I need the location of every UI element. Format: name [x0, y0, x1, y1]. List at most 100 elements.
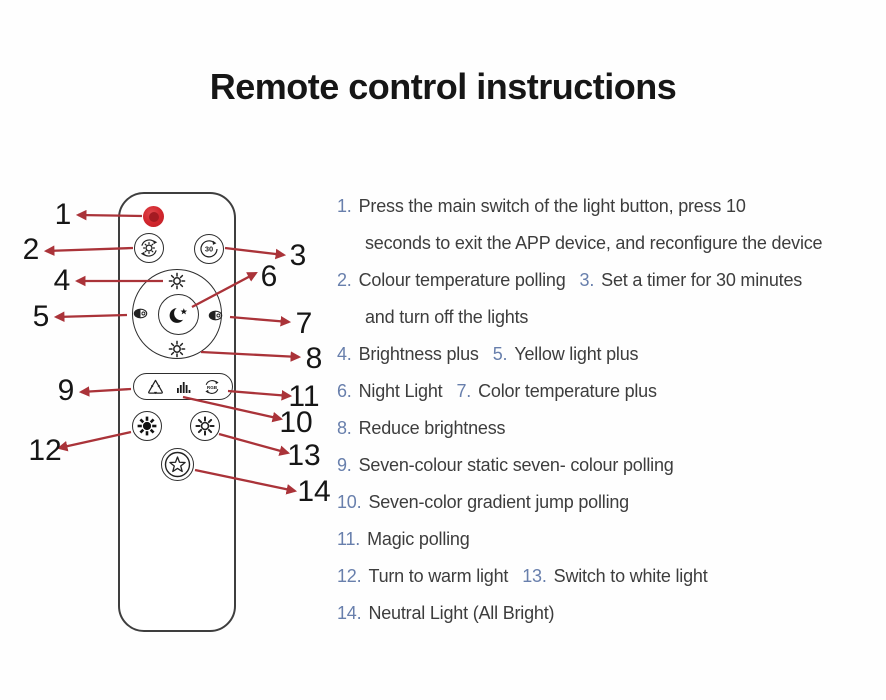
instruction-number: 14. [337, 603, 362, 623]
brightness-up-icon [168, 272, 186, 290]
neutral-light-icon [164, 451, 191, 478]
instruction-segment: 5.Yellow light plus [493, 344, 639, 364]
instruction-line: 11.Magic polling [337, 521, 886, 558]
callout-number-8: 8 [305, 342, 323, 375]
instruction-number: 1. [337, 196, 352, 216]
instruction-line: 1. Press the main switch of the light but… [337, 188, 886, 225]
callout-number-3: 3 [289, 239, 307, 272]
callout-arrow [191, 271, 258, 309]
instruction-text: and turn off the lights [365, 307, 529, 327]
color-temp-polling-button [134, 233, 164, 263]
callout-number-12: 12 [28, 434, 62, 467]
instruction-text: Reduce brightness [358, 418, 506, 438]
instruction-text: Color temperature plus [478, 381, 657, 401]
power-icon [148, 211, 159, 222]
callout-number-10: 10 [279, 406, 313, 439]
instruction-line: 2. Colour temperature polling 3. Set a time… [337, 262, 886, 299]
svg-text:30: 30 [205, 245, 213, 254]
instruction-number: 9. [337, 455, 352, 475]
instruction-segment: 7. Color temperature plus [456, 381, 657, 401]
callout-number-1: 1 [54, 198, 72, 231]
instruction-line: 9.Seven-colour static seven- colour poll… [337, 447, 886, 484]
callout-arrow [53, 311, 128, 323]
magic-rgb-icon: RGB [204, 379, 219, 394]
instruction-number: 8. [337, 418, 352, 438]
callout-arrow [194, 468, 298, 495]
instruction-number: 11. [337, 529, 361, 549]
instruction-number: 13. [522, 566, 547, 586]
callout-number-13: 13 [287, 439, 321, 472]
instruction-number: 2. [337, 270, 352, 290]
callout-number-2: 2 [22, 233, 40, 266]
callout-arrow [43, 245, 134, 256]
callout-number-11: 11 [288, 380, 320, 413]
callout-arrow [182, 395, 284, 423]
instruction-text: Colour temperature polling [358, 270, 566, 290]
night-light-button [158, 294, 199, 335]
color-temp-plus-icon [208, 310, 223, 321]
callout-number-7: 7 [295, 307, 313, 340]
instruction-text: Brightness plus [358, 344, 479, 364]
callout-arrow [224, 246, 287, 260]
instruction-text: seconds to exit the APP device, and reco… [365, 233, 823, 253]
callout-arrow [75, 209, 143, 221]
instruction-number: 4. [337, 344, 352, 364]
callout-arrow [200, 350, 302, 362]
callout-arrow [78, 386, 132, 397]
instruction-line: 10. Seven-color gradient jump polling [337, 484, 886, 521]
instruction-text: Press the main switch of the light butto… [358, 196, 746, 216]
instruction-number: 3. [579, 270, 595, 290]
instruction-text: Seven-color gradient jump polling [368, 492, 629, 512]
svg-text:RGB: RGB [206, 385, 217, 390]
instruction-line: 6. Night Light 7. Color temperature plus [337, 373, 886, 410]
instruction-segment: 8. Reduce brightness [337, 418, 506, 438]
instruction-segment: 11.Magic polling [337, 529, 470, 549]
instruction-number: 12. [337, 566, 362, 586]
instruction-segment: 13.Switch to white light [522, 566, 708, 586]
instruction-line: 14.Neutral Light (All Bright) [337, 595, 886, 632]
instruction-number: 7. [456, 381, 472, 401]
instruction-text: Set a timer for 30 minutes [601, 270, 803, 290]
instruction-line: and turn off the lights [337, 299, 886, 336]
callout-arrow [229, 315, 292, 327]
instruction-segment: 4. Brightness plus [337, 344, 479, 364]
callout-number-5: 5 [32, 300, 50, 333]
color-temp-polling-icon [140, 239, 158, 257]
instruction-segment: 12. Turn to warm light [337, 566, 508, 586]
instruction-text: Turn to warm light [368, 566, 509, 586]
instruction-segment: 9.Seven-colour static seven- colour poll… [337, 455, 674, 475]
instruction-segment: 1. Press the main switch of the light but… [337, 196, 746, 216]
instructions-list: 1. Press the main switch of the light but… [337, 188, 886, 632]
gradient-jump-icon [176, 381, 190, 393]
instruction-segment: 10. Seven-color gradient jump polling [337, 492, 629, 512]
instruction-segment: 2. Colour temperature polling [337, 270, 566, 290]
night-light-icon [169, 306, 187, 323]
instruction-segment: 6. Night Light [337, 381, 443, 401]
instruction-line: 8. Reduce brightness [337, 410, 886, 447]
instruction-line: 4. Brightness plus 5.Yellow light plus [337, 336, 886, 373]
instruction-segment: 3. Set a timer for 30 minutes [580, 270, 803, 290]
page-title: Remote control instructions [209, 66, 677, 107]
instruction-line: seconds to exit the APP device, and reco… [337, 225, 886, 262]
instruction-number: 5. [492, 344, 508, 364]
callout-number-6: 6 [260, 260, 278, 293]
callout-number-9: 9 [57, 374, 75, 407]
timer-30-icon: 30 [200, 240, 218, 258]
brightness-down-icon [168, 340, 186, 358]
callout-arrow [227, 389, 293, 401]
warm-light-button [132, 411, 162, 441]
timer-30-button: 30 [194, 234, 224, 264]
instruction-text: Night Light [358, 381, 443, 401]
instruction-segment: and turn off the lights [365, 307, 528, 327]
callout-arrow [218, 432, 291, 456]
callout-arrow [56, 430, 132, 452]
instruction-number: 6. [337, 381, 352, 401]
instruction-segment: 14.Neutral Light (All Bright) [337, 603, 555, 623]
remote-body [118, 192, 236, 632]
callout-number-14: 14 [297, 475, 331, 508]
instruction-number: 10. [337, 492, 362, 512]
instruction-segment: seconds to exit the APP device, and reco… [365, 233, 823, 253]
